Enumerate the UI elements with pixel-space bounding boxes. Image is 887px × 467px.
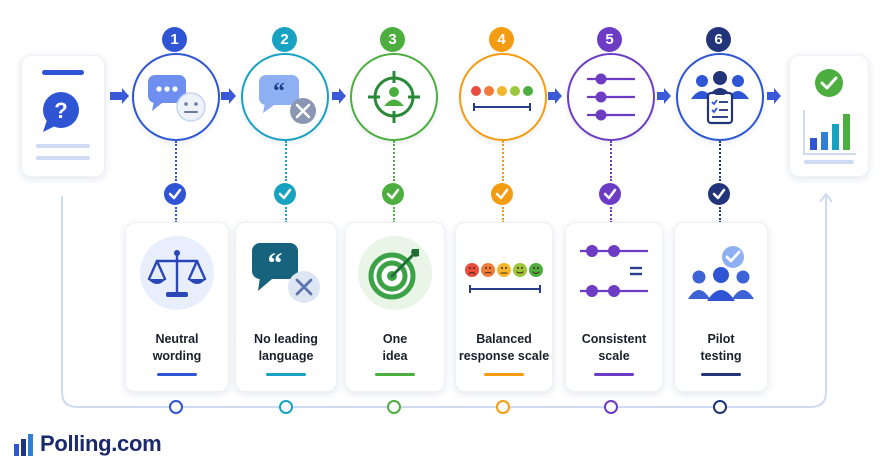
- step-3-number-badge: 3: [380, 27, 405, 52]
- header-bar: [42, 70, 84, 75]
- step-5-timeline-dot: [604, 400, 618, 414]
- step-6-number-badge: 6: [706, 27, 731, 52]
- step-2-circle: “: [241, 53, 329, 141]
- start-question-card: ?: [21, 55, 105, 177]
- check-circle-icon: [815, 69, 843, 97]
- svg-text:“: “: [273, 79, 285, 105]
- step-2-timeline-dot: [279, 400, 293, 414]
- arrow-right-icon: [221, 88, 236, 104]
- connector-line: [502, 141, 504, 181]
- step-6-circle: [676, 53, 764, 141]
- text-line: [36, 156, 90, 160]
- step-5-circle: [567, 53, 655, 141]
- svg-text:“: “: [268, 247, 283, 280]
- svg-text:?: ?: [54, 98, 67, 123]
- step-5-number-badge: 5: [597, 27, 622, 52]
- flow-arrows: [110, 88, 781, 104]
- arrow-right-icon: [110, 88, 129, 104]
- text-line: [36, 144, 90, 148]
- check-icon: [599, 183, 621, 205]
- connector-line: [175, 207, 177, 223]
- bar-chart-icon: [803, 110, 856, 155]
- step-4-number-badge: 4: [489, 27, 514, 52]
- step-1-circle: [132, 53, 220, 141]
- arrow-right-icon: [548, 88, 562, 104]
- connector-line: [175, 141, 177, 181]
- step-3-circle: [350, 53, 438, 141]
- step-5-underline: [594, 373, 634, 376]
- arrow-right-icon: [657, 88, 671, 104]
- step-1-underline: [157, 373, 197, 376]
- step-6-underline: [701, 373, 741, 376]
- connector-line: [393, 141, 395, 181]
- target-arrow-icon: [358, 236, 432, 310]
- sliders-icon: [587, 73, 635, 121]
- step-2-number-badge: 2: [272, 27, 297, 52]
- check-icon: [164, 183, 186, 205]
- arrow-right-icon: [332, 88, 346, 104]
- check-icon: [708, 183, 730, 205]
- brand-name: Polling.com: [40, 431, 162, 456]
- step-1-number-badge: 1: [162, 27, 187, 52]
- connector-line: [719, 141, 721, 181]
- step-1-timeline-dot: [169, 400, 183, 414]
- polling-logo-icon: [14, 434, 33, 456]
- check-icon: [491, 183, 513, 205]
- question-bubble-icon: ?: [43, 92, 79, 132]
- end-results-card: [789, 55, 869, 177]
- step-3-underline: [375, 373, 415, 376]
- step-6-timeline-dot: [713, 400, 727, 414]
- connector-line: [393, 207, 395, 223]
- faces-rating-scale-icon: [465, 263, 543, 293]
- connector-line: [719, 207, 721, 223]
- connector-line: [285, 207, 287, 223]
- check-icon: [274, 183, 296, 205]
- rating-scale-icon: [471, 86, 533, 111]
- check-icon: [382, 183, 404, 205]
- step-3-timeline-dot: [387, 400, 401, 414]
- step-4-circle: [459, 53, 547, 141]
- step-4-timeline-dot: [496, 400, 510, 414]
- arrow-right-icon: [767, 88, 781, 104]
- group-check-icon: [688, 246, 754, 301]
- crosshair-user-icon: [368, 71, 420, 123]
- connector-line: [610, 207, 612, 223]
- connector-line: [502, 207, 504, 223]
- sliders-equal-icon: [580, 245, 648, 297]
- connector-line: [285, 141, 287, 181]
- connector-line: [610, 141, 612, 181]
- text-line: [804, 160, 854, 164]
- chat-neutral-face-icon: [148, 75, 206, 122]
- step-2-underline: [266, 373, 306, 376]
- team-clipboard-icon: [691, 71, 749, 125]
- speech-quote-no-icon: “: [252, 243, 320, 303]
- scales-of-justice-icon: [140, 236, 214, 310]
- step-4-underline: [484, 373, 524, 376]
- quote-no-icon: “: [259, 75, 316, 124]
